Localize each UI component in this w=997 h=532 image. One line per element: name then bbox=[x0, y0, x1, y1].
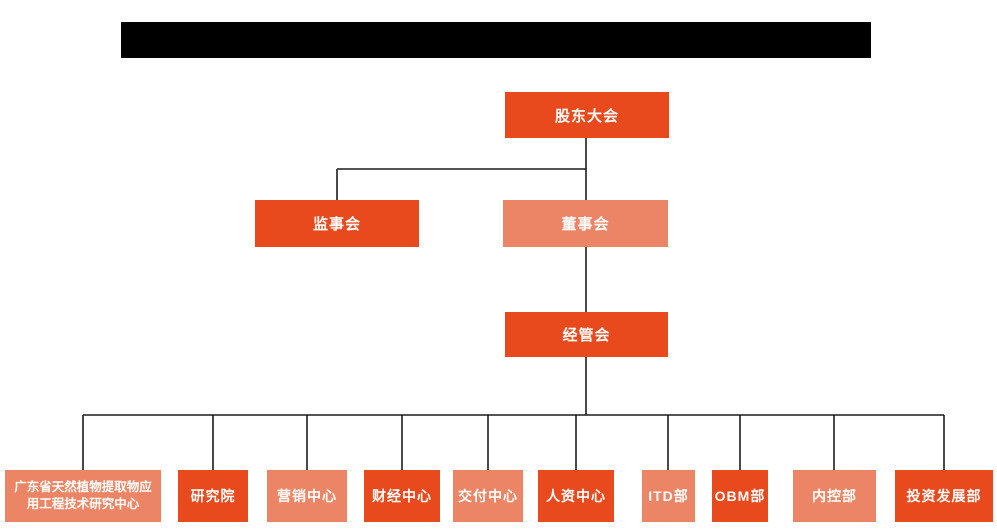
node-dept-finance-center: 财经中心 bbox=[364, 470, 440, 522]
node-dept-research-center: 广东省天然植物提取物应用工程技术研究中心 bbox=[5, 470, 161, 522]
node-dept-delivery-center: 交付中心 bbox=[453, 470, 523, 522]
node-supervisory-board: 监事会 bbox=[255, 200, 419, 247]
node-dept-hr-center: 人资中心 bbox=[538, 470, 614, 522]
node-dept-marketing-center: 营销中心 bbox=[267, 470, 347, 522]
node-dept-itd: ITD部 bbox=[642, 470, 695, 522]
node-dept-investment-development: 投资发展部 bbox=[895, 470, 993, 522]
node-shareholders-meeting: 股东大会 bbox=[505, 92, 669, 138]
node-dept-research-institute: 研究院 bbox=[178, 470, 248, 522]
node-dept-internal-control: 内控部 bbox=[793, 470, 876, 522]
redacted-title-bar bbox=[121, 22, 871, 58]
node-board-of-directors: 董事会 bbox=[503, 200, 668, 247]
node-dept-obm: OBM部 bbox=[712, 470, 768, 522]
node-management-committee: 经管会 bbox=[505, 312, 668, 357]
